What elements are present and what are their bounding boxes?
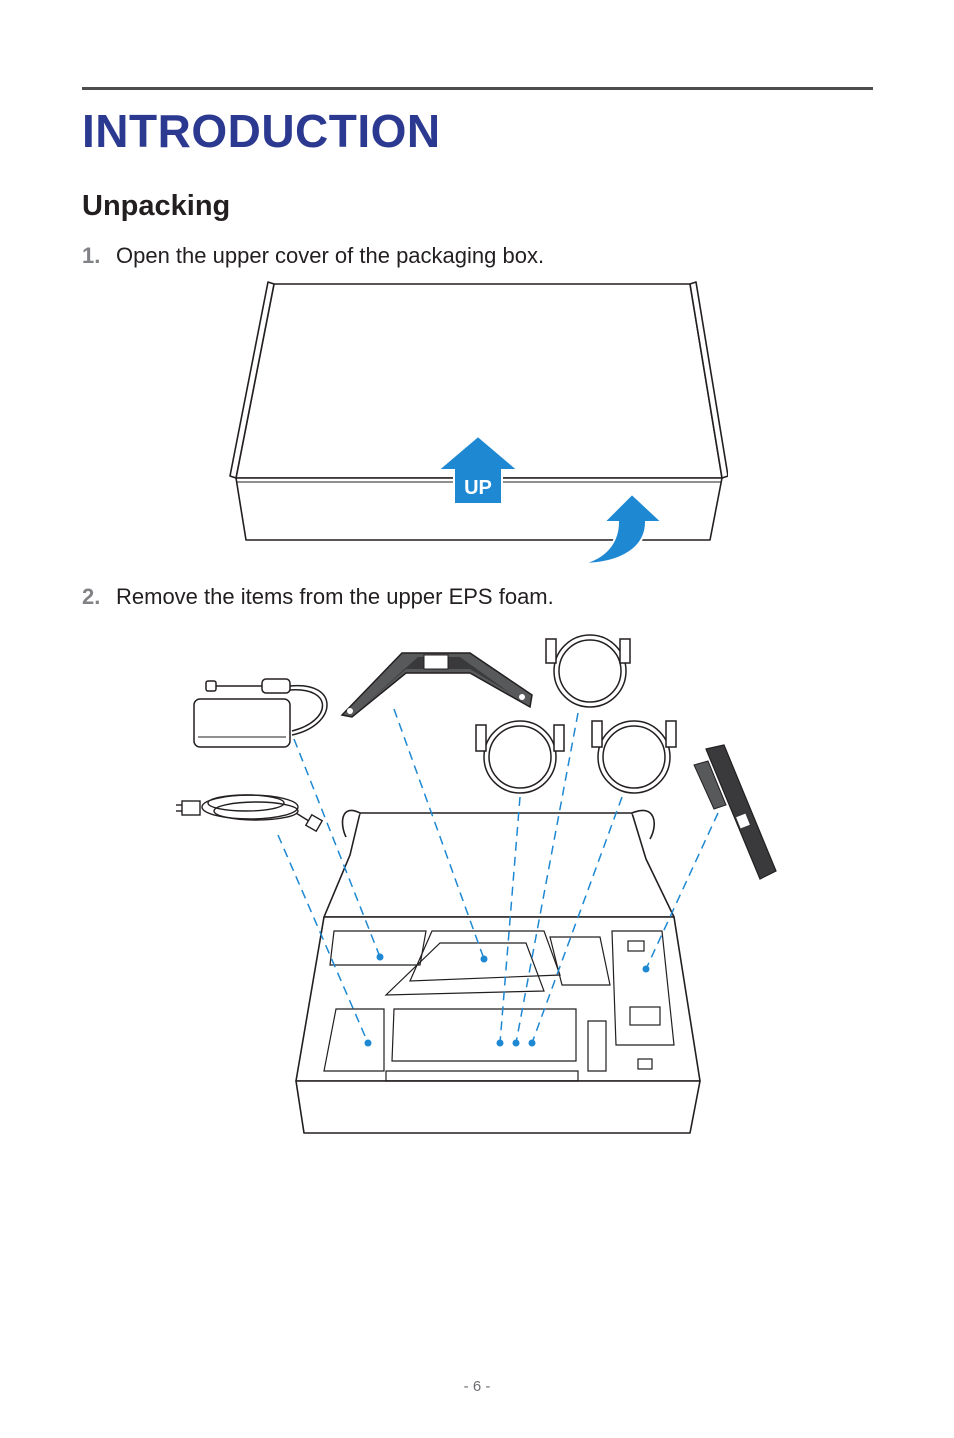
step-2-text: Remove the items from the upper EPS foam…	[116, 584, 554, 609]
page-number: - 6 -	[463, 1378, 491, 1395]
box-front	[235, 477, 723, 541]
section-heading: Unpacking	[82, 190, 231, 222]
up-arrow-icon: UP	[435, 434, 521, 505]
foam-insert	[323, 930, 675, 1082]
box-lid-right-flap	[689, 281, 728, 479]
up-arrow-label: UP	[464, 477, 492, 499]
page-title: INTRODUCTION	[82, 105, 441, 157]
box-front-panel	[295, 1080, 701, 1134]
stand-base-icon	[340, 652, 533, 718]
power-cord-icon	[176, 794, 324, 833]
stand-arm-icon	[693, 744, 777, 880]
step-1-number: 1.	[82, 243, 101, 268]
step-1-text: Open the upper cover of the packaging bo…	[116, 243, 545, 268]
displayport-cable-icon	[545, 634, 631, 708]
step-1: 1. Open the upper cover of the packaging …	[82, 243, 544, 269]
top-rule	[82, 87, 873, 90]
open-box	[295, 809, 701, 1134]
step-2: 2. Remove the items from the upper EPS fo…	[82, 584, 554, 610]
lift-arrow-icon	[579, 492, 665, 565]
leader-dots	[364, 953, 650, 1047]
closed-box-illustration: UP	[229, 281, 728, 565]
box-back-flap	[323, 812, 675, 918]
hdmi-cable-icon	[475, 720, 565, 794]
power-adapter-icon	[193, 678, 328, 748]
usb-cable-icon	[591, 720, 677, 794]
step-2-number: 2.	[82, 584, 101, 609]
leader-lines	[277, 708, 719, 1044]
open-box-illustration	[176, 634, 777, 1134]
